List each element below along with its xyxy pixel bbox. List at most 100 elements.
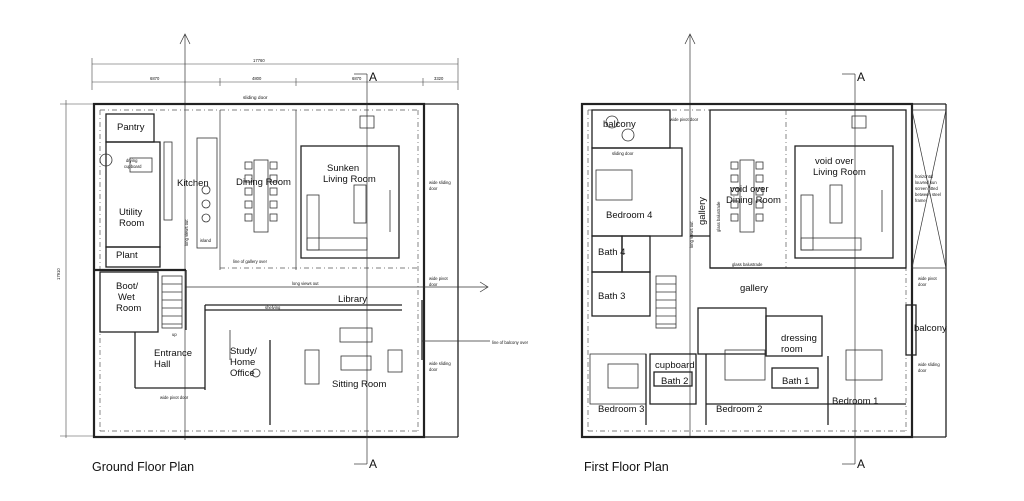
ground-stair — [161, 275, 183, 329]
note-wide-sliding-door-first: door — [918, 368, 927, 373]
section-line-a-first — [842, 73, 856, 465]
label-living-room: Living Room — [323, 174, 376, 185]
label-balcony-right: balcony — [914, 323, 947, 334]
label-bath-4: Bath 4 — [598, 247, 625, 258]
note-wide-sliding-bottom: wide sliding — [429, 361, 451, 366]
label-library: Library — [338, 294, 367, 305]
louvre-screen — [911, 109, 947, 269]
label-sunken: Sunken — [327, 163, 359, 174]
note-stair-up: up — [172, 332, 177, 337]
note-long-views: long views out — [292, 281, 319, 286]
note-louvre-3: screen fitted — [915, 186, 938, 191]
dim-d1: 6870 — [150, 76, 160, 81]
long-views-arrow — [185, 281, 490, 342]
north-arrow-first — [684, 33, 696, 436]
section-marker-a-top-first: A — [857, 70, 865, 84]
label-bath-1: Bath 1 — [782, 376, 809, 387]
label-utility: Utility — [119, 207, 142, 218]
ground-dimensions: 17760 17910 6870 4800 6870 3320 — [56, 58, 444, 280]
label-living-room-first: Living Room — [813, 167, 866, 178]
label-balcony-top: balcony — [603, 119, 636, 130]
dim-overall-height: 17910 — [56, 268, 61, 280]
label-bedroom-2: Bedroom 2 — [716, 404, 762, 415]
note-louvre-5: frame — [915, 198, 926, 203]
note-louvre-2: louvred sun — [915, 180, 937, 185]
label-study: Study/ — [230, 346, 257, 357]
note-gallery-over: line of gallery over — [233, 259, 268, 264]
ground-notes: sliding door drying cupboard island long… — [124, 95, 529, 400]
label-cupboard: cupboard — [655, 360, 695, 371]
first-notes: wide pivot door sliding door long views … — [612, 117, 941, 373]
label-boot: Boot/ — [116, 281, 139, 292]
label-hall: Hall — [154, 359, 170, 370]
label-dining-room: Dining Room — [236, 177, 291, 188]
note-glass-balustrade-vertical: glass balustrade — [716, 201, 721, 232]
dining-table — [244, 159, 278, 233]
label-bedroom-3: Bedroom 3 — [598, 404, 644, 415]
label-bath-2: Bath 2 — [661, 376, 688, 387]
label-bedroom-1: Bedroom 1 — [832, 396, 878, 407]
section-marker-a-bottom-ground: A — [369, 457, 377, 471]
label-boot-room: Room — [116, 303, 141, 314]
note-wide-pivot: wide pivot — [429, 276, 448, 281]
note-wide-pivot-door-first: door — [918, 282, 927, 287]
first-internal-walls — [589, 109, 917, 425]
first-floor-title: First Floor Plan — [584, 460, 669, 474]
note-wide-pivot-door: door — [429, 282, 438, 287]
label-gallery: gallery — [740, 283, 768, 294]
label-void-over-living: void over — [815, 156, 854, 167]
note-wide-sliding-first: wide sliding — [918, 362, 940, 367]
label-kitchen: Kitchen — [177, 178, 209, 189]
label-bedroom-4: Bedroom 4 — [606, 210, 652, 221]
sunken-living-fittings — [300, 115, 400, 259]
label-pantry: Pantry — [117, 122, 145, 133]
outer-walls-first — [580, 102, 947, 439]
note-louvre-4: between steel — [915, 192, 941, 197]
kitchen-fittings — [99, 137, 218, 249]
ground-floor-title: Ground Floor Plan — [92, 460, 194, 474]
label-office: Office — [230, 368, 255, 379]
ground-room-labels: Pantry Kitchen Dining Room Sunken Living… — [116, 122, 386, 390]
dim-d4: 3320 — [434, 76, 444, 81]
label-entrance: Entrance — [154, 348, 192, 359]
dim-overall-width: 17760 — [253, 58, 265, 63]
label-bath-3: Bath 3 — [598, 291, 625, 302]
first-room-labels: balcony Bedroom 4 gallery void over Dini… — [598, 119, 947, 415]
note-island: island — [200, 238, 212, 243]
note-sliding-door: sliding door — [243, 95, 268, 101]
label-plant: Plant — [116, 250, 138, 261]
note-shelving: shelving — [265, 305, 281, 310]
note-wide-pivot-first: wide pivot — [918, 276, 937, 281]
dim-d2: 4800 — [252, 76, 262, 81]
section-line-a-ground — [354, 73, 368, 465]
label-sitting-room: Sitting Room — [332, 379, 386, 390]
label-dressing: dressing — [781, 333, 817, 344]
internal-walls — [94, 110, 423, 425]
note-wide-sliding-door-bottom: door — [429, 367, 438, 372]
label-wet: Wet — [118, 292, 135, 303]
note-glass-balustrade: glass balustrade — [732, 262, 763, 267]
label-void-over-dining: void over — [730, 184, 769, 195]
section-marker-a-top-ground: A — [369, 70, 377, 84]
label-room: Room — [119, 218, 144, 229]
section-marker-a-bottom-first: A — [857, 457, 865, 471]
note-sliding-door-first: sliding door — [612, 151, 634, 156]
note-louvre-1: horizontal — [915, 174, 933, 179]
ground-floor-plan: Pantry Kitchen Dining Room Sunken Living… — [56, 33, 529, 474]
label-dressing-room: room — [781, 344, 803, 355]
note-wide-pivot-door-bottom: wide pivot door — [160, 395, 189, 400]
note-long-views-first: long views out — [689, 221, 694, 248]
first-floor-plan: balcony Bedroom 4 gallery void over Dini… — [580, 33, 947, 474]
label-dining-room-first: Dining Room — [726, 195, 781, 206]
north-arrow — [179, 33, 191, 440]
label-home: Home — [230, 357, 255, 368]
dimension-lines — [60, 58, 459, 438]
note-balcony-over: line of balcony over — [492, 340, 529, 345]
note-cupboard: cupboard — [124, 164, 142, 169]
note-wide-pivot-top: wide pivot door — [670, 117, 699, 122]
note-wide-sliding-door: door — [429, 186, 438, 191]
dim-d3: 6870 — [352, 76, 362, 81]
note-long-views-vertical: long views out — [184, 219, 189, 246]
